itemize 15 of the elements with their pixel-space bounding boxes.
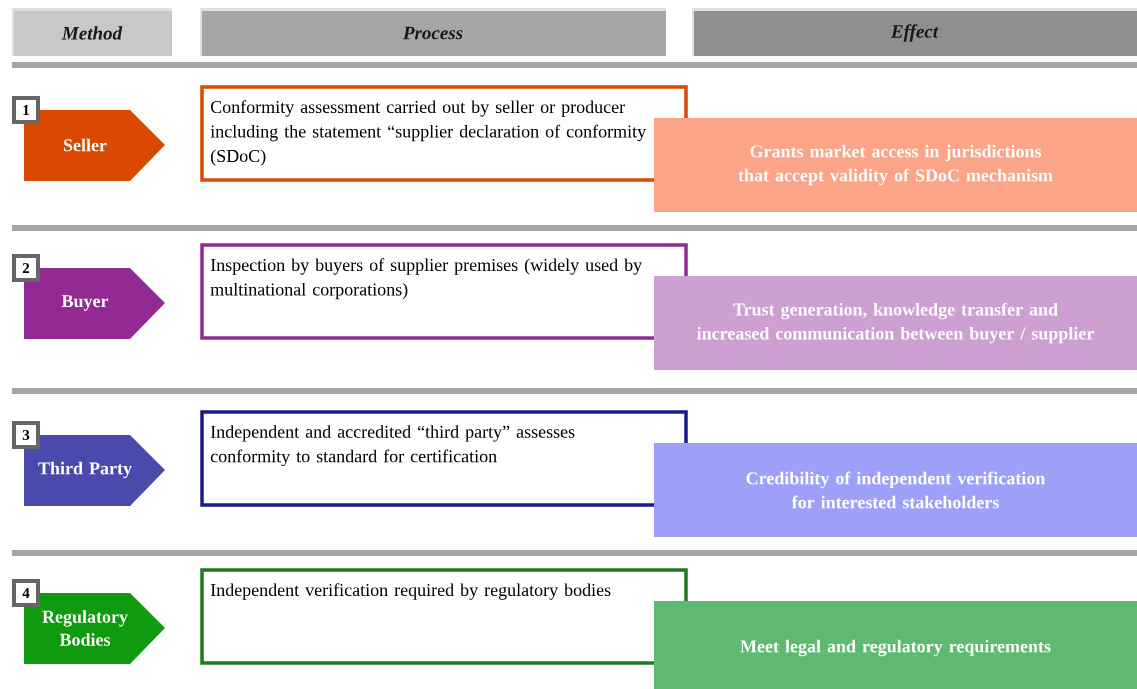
column-header: Process [200,8,666,56]
process-box: Independent verification required by regulatory bodies [200,568,688,665]
number-badge: 1 [12,96,40,124]
effect-box: Meet legal and regulatory requirements [654,601,1137,689]
process-box: Conformity assessment carried out by seller or producer including the statement “supplier declaration of conformity (SDoC) [200,85,688,182]
effect-box: Trust generation, knowledge transfer and increased communication between buyer / supplier [654,276,1137,370]
number-badge: 2 [12,254,40,282]
process-box: Inspection by buyers of supplier premises (widely used by multinational corporations) [200,243,688,340]
column-header: Method [12,8,172,56]
number-badge: 4 [12,579,40,607]
effect-box: Credibility of independent verification for interested stakeholders [654,443,1137,537]
effect-box: Grants market access in jurisdictions that accept validity of SDoC mechanism [654,118,1137,212]
number-badge: 3 [12,421,40,449]
column-header: Effect [692,8,1137,56]
process-box: Independent and accredited “third party” assesses conformity to standard for certification [200,410,688,507]
